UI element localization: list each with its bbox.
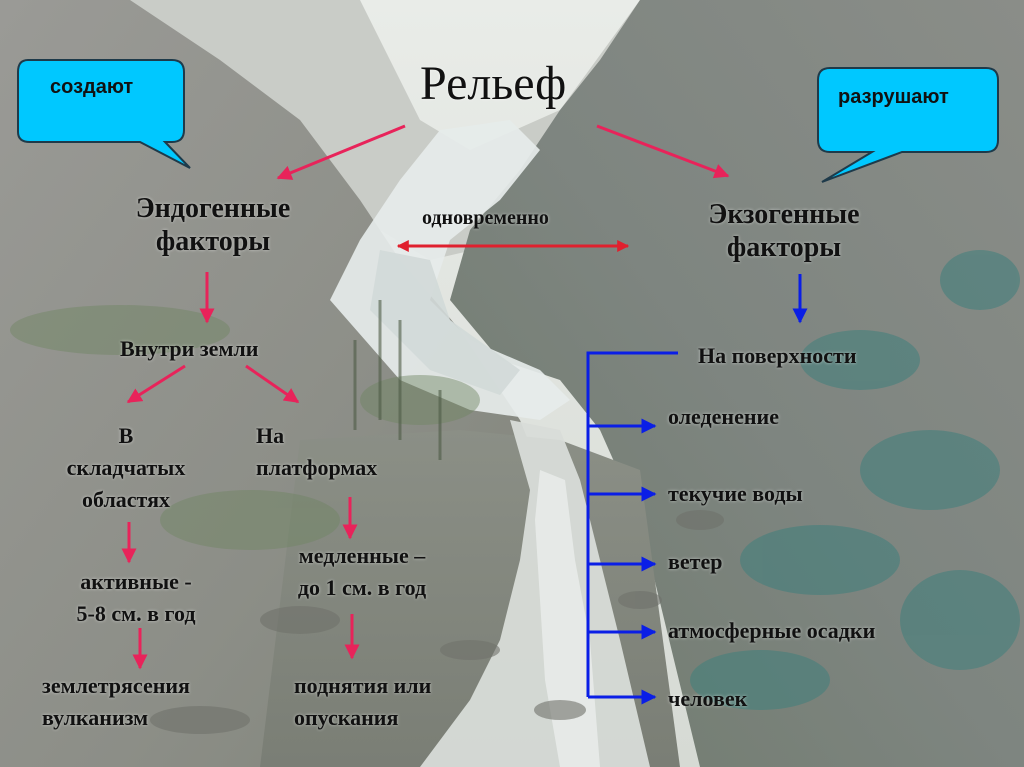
folded-result-line1: землетрясения xyxy=(42,673,190,698)
arrow-title-to-endogenous xyxy=(276,124,406,180)
inside-earth-label: Внутри земли xyxy=(120,336,259,361)
exogenous-heading-line1: Экзогенные xyxy=(708,199,860,230)
exogenous-item-3: ветер xyxy=(668,549,723,574)
diagram-title: Рельеф xyxy=(420,57,567,110)
endogenous-heading-line2: факторы xyxy=(155,226,271,258)
exogenous-item-1: оледенение xyxy=(668,404,779,429)
left-bubble-text: создают xyxy=(50,76,134,98)
left-speech-bubble-shape xyxy=(17,59,191,169)
endogenous-heading-line1: Эндогенные xyxy=(135,193,291,224)
platforms-speed-line2: до 1 см. в год xyxy=(297,574,427,600)
on-surface-label: На поверхности xyxy=(698,343,857,368)
platforms-result-line2: опускания xyxy=(294,704,399,730)
platforms-speed-line1: медленные – xyxy=(298,543,426,568)
folded-speed-line2: 5-8 см. в год xyxy=(76,600,196,626)
folded-speed-label: активные - 5-8 см. в год xyxy=(36,566,236,630)
platforms-line2: платформах xyxy=(256,454,378,480)
folded-speed-line1: активные - xyxy=(80,569,192,594)
folded-areas-label: В складчатых областях xyxy=(38,420,214,516)
right-bubble-text: разрушают xyxy=(838,86,949,108)
bracket-surface-to-items xyxy=(586,351,678,697)
arrow-inside-to-platforms xyxy=(245,364,300,404)
exogenous-heading-line2: факторы xyxy=(726,232,842,264)
exogenous-item-4: атмосферные осадки xyxy=(668,618,876,643)
platforms-speed-label: медленные – до 1 см. в год xyxy=(266,540,458,604)
platforms-line1: На xyxy=(256,423,285,448)
arrow-title-to-exogenous xyxy=(596,124,730,179)
platforms-label: На платформах xyxy=(244,420,436,484)
exogenous-item-2: текучие воды xyxy=(668,481,803,506)
folded-line3: областях xyxy=(82,486,170,512)
simultaneous-label: одновременно xyxy=(422,207,549,229)
arrow-inside-to-folded xyxy=(126,364,186,404)
platforms-result-label: поднятия или опускания xyxy=(294,670,431,734)
endogenous-factors-heading: Эндогенные факторы xyxy=(108,192,318,258)
folded-result-line2: вулканизм xyxy=(42,704,149,730)
folded-line1: В xyxy=(118,423,134,448)
right-speech-bubble-shape xyxy=(817,67,999,183)
exogenous-item-5: человек xyxy=(668,686,748,711)
exogenous-factors-heading: Экзогенные факторы xyxy=(676,198,892,264)
folded-result-label: землетрясения вулканизм xyxy=(42,670,190,734)
platforms-result-line1: поднятия или xyxy=(294,673,432,698)
folded-line2: складчатых xyxy=(66,454,186,480)
